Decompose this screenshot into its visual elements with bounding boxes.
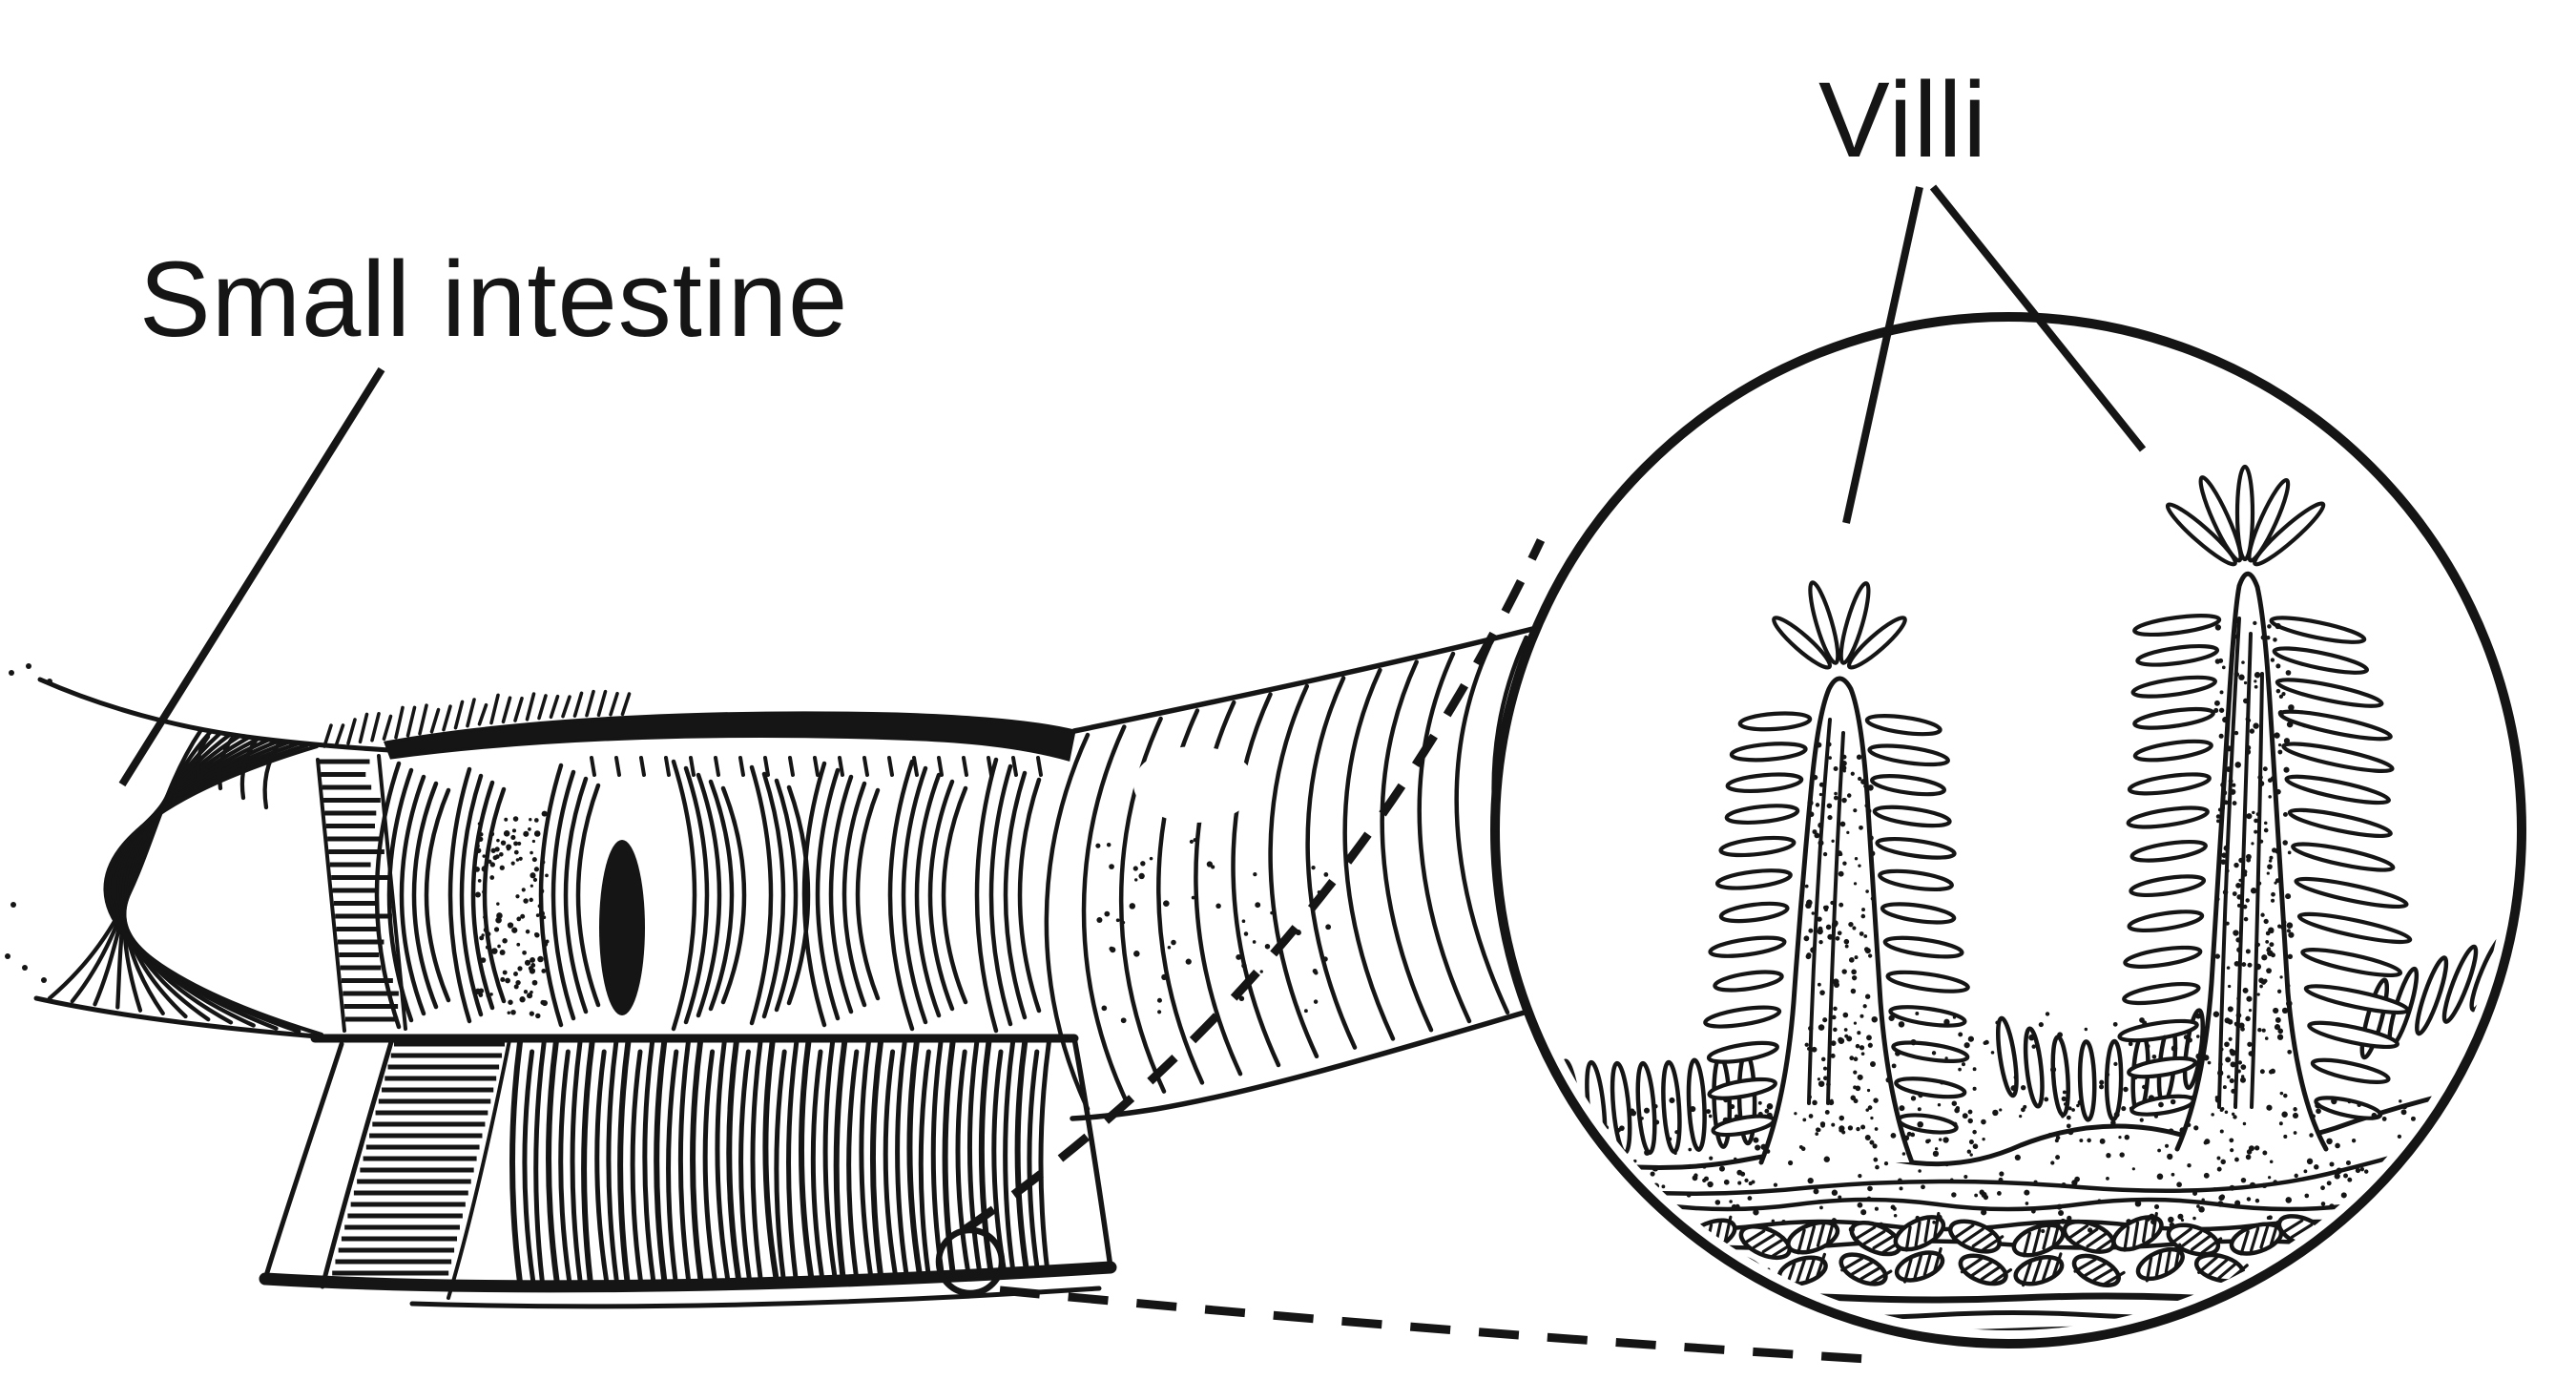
dashed-zoom-line-lower — [999, 1286, 1869, 1364]
leader-lines — [118, 184, 2147, 787]
label-small-intestine: Small intestine — [139, 240, 848, 359]
small-intestine-illustration — [5, 617, 1569, 1309]
label-villi: Villi — [1818, 60, 1987, 179]
sample-region-marker — [935, 1226, 1006, 1297]
dashed-zoom-line-upper — [963, 538, 1546, 1233]
